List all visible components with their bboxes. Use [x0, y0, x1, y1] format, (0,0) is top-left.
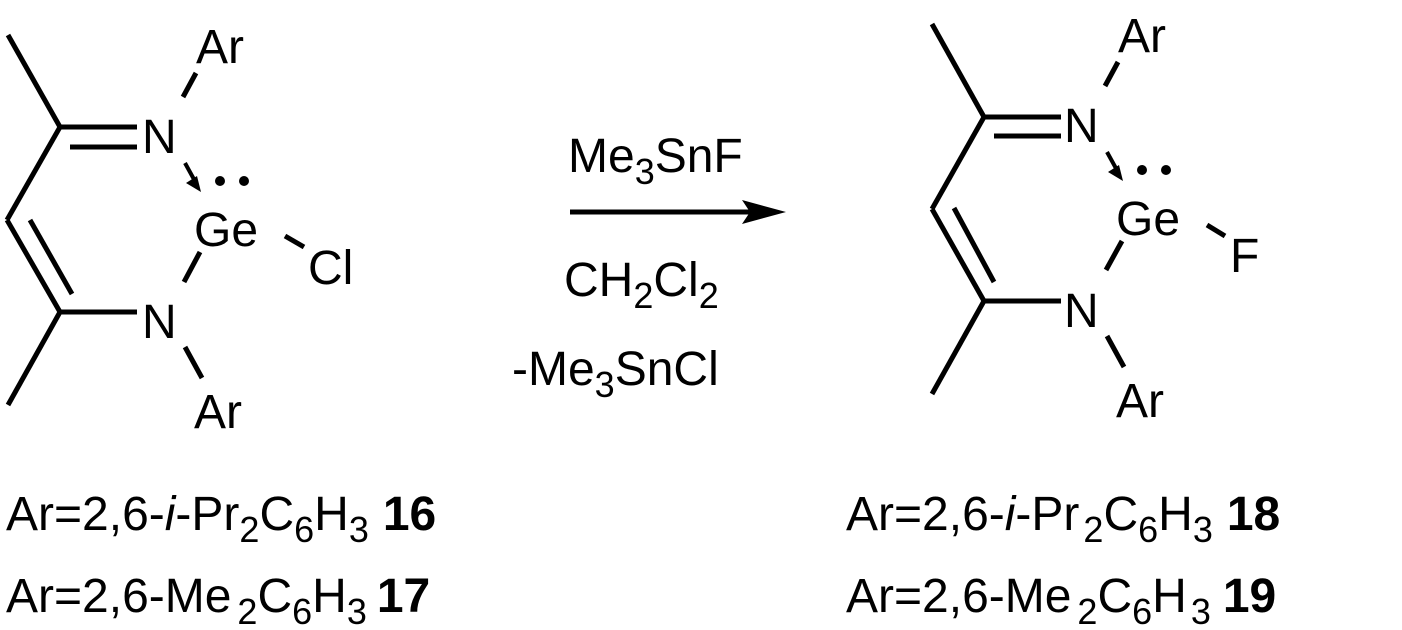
reaction-conditions: Me3SnF CH2Cl2 -Me3SnCl [512, 130, 786, 405]
atom-ge: Ge [194, 204, 258, 257]
atom-n-bottom: N [142, 296, 177, 349]
bond-ge-n-bottom [1103, 239, 1125, 272]
compound-number: 16 [383, 488, 436, 541]
bond-methyl-top [929, 22, 987, 119]
solvent-label: CH2Cl2 [564, 254, 719, 316]
atom-ar-bottom: Ar [1116, 375, 1164, 428]
product-structure: N N Ar Ar Ge F [929, 10, 1259, 428]
lone-pair-dot [215, 176, 225, 186]
bond-ge-n-bottom [181, 250, 203, 284]
bond-n-ar-bottom [182, 345, 205, 380]
atom-n-top: N [142, 111, 177, 164]
atom-ar-bottom: Ar [194, 386, 242, 439]
lone-pair-dot [1161, 165, 1171, 175]
lone-pair-dot [1137, 165, 1147, 175]
bond-n-ar-top [180, 71, 199, 99]
bond-ch-c-double-inner [951, 206, 997, 284]
reaction-arrow [570, 200, 786, 224]
bond-ch-c-double-inner [27, 218, 75, 296]
atom-n-bottom: N [1064, 285, 1099, 338]
compound-number: 17 [377, 570, 430, 623]
bond-ge-f [1205, 222, 1227, 239]
lone-pair-dot [239, 176, 249, 186]
bond-methyl-bottom [929, 299, 987, 396]
bond-c-ch-top [4, 125, 63, 222]
bond-n-ar-top [1102, 60, 1121, 88]
bond-ch-c-double-outer [4, 218, 63, 314]
atom-f: F [1230, 230, 1259, 283]
bond-methyl-top [5, 33, 63, 129]
reactant-structure: N N Ar Ar Ge Cl [4, 21, 353, 439]
byproduct-label: -Me3SnCl [512, 343, 719, 405]
atom-ar-top: Ar [1118, 10, 1166, 63]
bond-c-ch-top [929, 115, 987, 211]
bond-n-ar-bottom [1104, 334, 1127, 369]
atom-ar-top: Ar [196, 21, 244, 74]
dative-arrow [183, 162, 201, 192]
atom-cl: Cl [308, 242, 353, 295]
atom-n-top: N [1064, 100, 1099, 153]
dative-arrow [1105, 151, 1123, 181]
compound-number: 19 [1223, 570, 1276, 623]
bond-ch-c-double-outer [929, 207, 987, 303]
compound-number: 18 [1227, 488, 1280, 541]
bond-methyl-bottom [5, 310, 63, 407]
atom-ge: Ge [1116, 193, 1180, 246]
reagent-label: Me3SnF [568, 130, 743, 192]
bond-ge-cl [283, 233, 306, 250]
